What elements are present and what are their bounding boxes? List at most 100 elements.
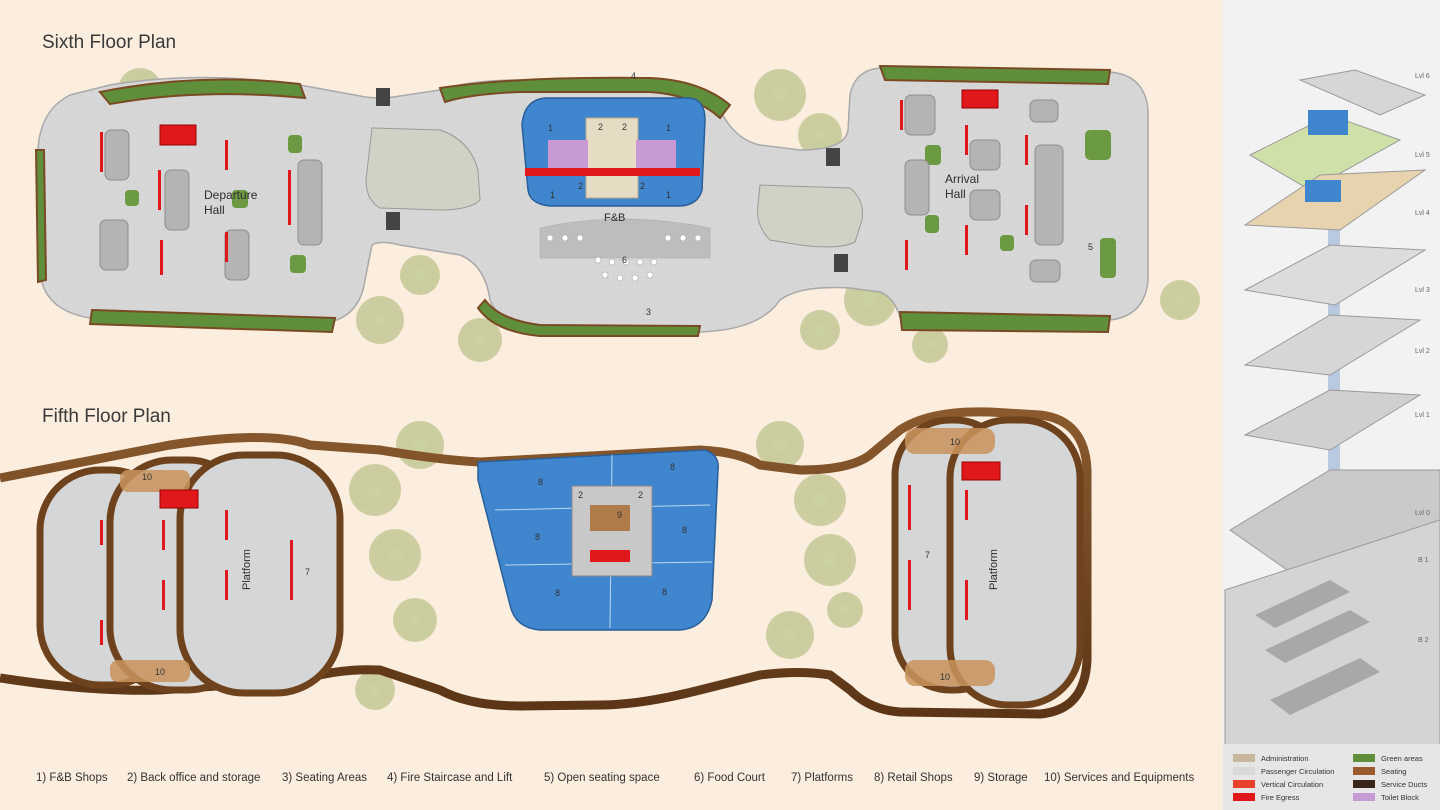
fifth-floor-labels: Platform Platform 7 7 8 8 8 8 8 8 9 2 2 …	[142, 437, 1000, 682]
sixth-floor-labels: Departure Hall Arrival Hall F&B 1 1 1 1 …	[204, 71, 1093, 317]
interior-planters	[125, 130, 1116, 278]
fire-staircase	[159, 489, 199, 509]
arrival-label-1: Arrival	[945, 172, 979, 186]
key-swatch	[1233, 754, 1255, 762]
zone-number: 5	[1088, 242, 1093, 252]
legend-item: 3) Seating Areas	[282, 772, 368, 784]
level-label: Lvl 0	[1415, 510, 1430, 517]
zone-number: 1	[666, 123, 671, 133]
key-swatch	[1233, 780, 1255, 788]
zone-number: 7	[925, 550, 930, 560]
legend-item: 1) F&B Shops	[36, 772, 108, 784]
fifth-floor-title: Fifth Floor Plan	[42, 406, 171, 427]
fire-staircase	[159, 89, 999, 146]
storage-block	[590, 505, 630, 531]
fb-core	[585, 117, 639, 199]
food-court-seating	[539, 218, 711, 282]
level-label: Lvl 4	[1415, 210, 1430, 217]
shop-blocks	[99, 94, 1064, 283]
color-key: Administration Passenger Circulation Ver…	[1223, 744, 1440, 810]
zone-number: 2	[578, 490, 583, 500]
void	[757, 184, 863, 248]
zone-number: 3	[646, 307, 651, 317]
platform-label: Platform	[241, 549, 253, 590]
zone-number: 10	[940, 672, 950, 682]
legend-item: 8) Retail Shops	[874, 772, 953, 784]
level-label: Lvl 3	[1415, 287, 1430, 294]
legend-item: 5) Open seating space	[544, 772, 660, 784]
legend-item: 10) Services and Equipments	[1044, 772, 1195, 784]
legend-item: 7) Platforms	[791, 772, 853, 784]
zone-number: 2	[638, 490, 643, 500]
key-label: Vertical Circulation	[1261, 780, 1324, 789]
departure-label-2: Hall	[204, 203, 225, 217]
key-swatch	[1233, 767, 1255, 775]
platform-loops-left	[36, 451, 344, 697]
zone-number: 1	[550, 190, 555, 200]
vertical-circulation	[590, 550, 630, 562]
escalators	[376, 88, 848, 272]
zone-number: 2	[578, 181, 583, 191]
legend-item: 9) Storage	[974, 772, 1028, 784]
shop-fronts	[100, 100, 1028, 275]
legend-item: 6) Food Court	[694, 772, 765, 784]
key-label: Administration	[1261, 754, 1309, 763]
platform-loops-right	[891, 416, 1084, 709]
key-label: Fire Egress	[1261, 793, 1300, 802]
zone-number: 8	[670, 462, 675, 472]
zone-number: 9	[617, 510, 622, 520]
zone-number: 1	[548, 123, 553, 133]
zone-number: 10	[950, 437, 960, 447]
green-planters	[34, 64, 1112, 337]
zone-number: 2	[622, 122, 627, 132]
key-swatch	[1353, 780, 1375, 788]
key-label: Passenger Circulation	[1261, 767, 1335, 776]
departure-label-1: Departure	[204, 188, 258, 202]
tree-canopy	[349, 421, 863, 710]
zone-number: 10	[142, 472, 152, 482]
zone-number: 8	[682, 525, 687, 535]
level-label: Lvl 1	[1415, 412, 1430, 419]
zone-number: 8	[662, 587, 667, 597]
key-swatch	[1353, 754, 1375, 762]
zone-number: 2	[598, 122, 603, 132]
key-swatch	[1353, 793, 1375, 801]
platform-shop-fronts	[100, 485, 968, 645]
key-label: Green areas	[1381, 754, 1423, 763]
fb-toilet-block	[636, 140, 676, 170]
zone-number: 8	[538, 477, 543, 487]
zone-number: 7	[305, 567, 310, 577]
service-areas	[110, 428, 995, 686]
fire-staircase	[961, 461, 1001, 481]
zone-number: 1	[666, 190, 671, 200]
zone-number: 4	[631, 71, 636, 81]
legend-item: 2) Back office and storage	[127, 772, 261, 784]
sixth-floor-plan: Departure Hall Arrival Hall F&B 1 1 1 1 …	[34, 64, 1200, 363]
void	[365, 127, 481, 211]
level-label: Lvl 6	[1415, 73, 1430, 80]
sixth-floor-title: Sixth Floor Plan	[42, 32, 177, 53]
fb-label: F&B	[604, 212, 625, 224]
level-label: B 1	[1418, 557, 1429, 564]
zone-number: 8	[555, 588, 560, 598]
level-label: B 2	[1418, 637, 1429, 644]
level-label: Lvl 2	[1415, 348, 1430, 355]
key-label: Seating	[1381, 767, 1407, 776]
arrival-label-2: Hall	[945, 187, 966, 201]
fb-toilet-block	[548, 140, 588, 170]
level-label: Lvl 5	[1415, 152, 1430, 159]
key-label: Service Ducts	[1381, 780, 1428, 789]
key-label: Toilet Block	[1381, 793, 1419, 802]
axonometric-stack: Lvl 6 Lvl 5 Lvl 4 Lvl 3 Lvl 2 Lvl 1 Lvl …	[1223, 0, 1440, 746]
zone-number: 10	[155, 667, 165, 677]
key-swatch	[1233, 793, 1255, 801]
fb-kitchen	[525, 168, 700, 176]
platform-label: Platform	[988, 549, 1000, 590]
legend-item: 4) Fire Staircase and Lift	[387, 772, 513, 784]
zone-number: 2	[640, 181, 645, 191]
zone-number: 8	[535, 532, 540, 542]
key-swatch	[1353, 767, 1375, 775]
room-legend: 1) F&B Shops 2) Back office and storage …	[0, 772, 1220, 792]
zone-number: 6	[622, 255, 627, 265]
